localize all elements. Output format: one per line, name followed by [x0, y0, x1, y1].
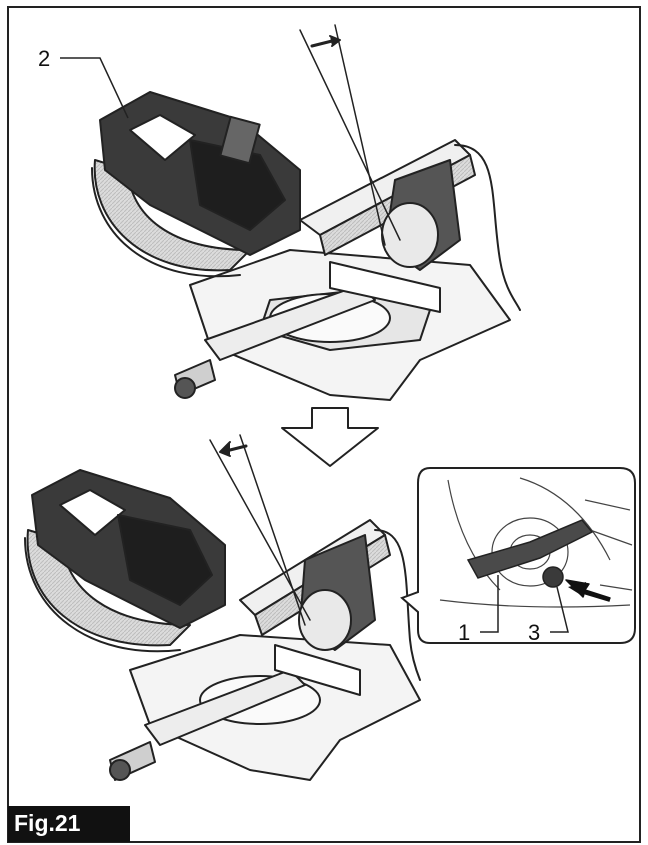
figure-label: Fig.21	[14, 810, 81, 836]
callout-1-number: 1	[458, 620, 470, 645]
callout-3-number: 3	[528, 620, 540, 645]
release-knob	[542, 566, 564, 588]
figure-frame	[7, 6, 641, 843]
miter-saw-top	[91, 24, 521, 401]
callout-1-leader	[480, 575, 499, 633]
inset-detail: 1 3	[400, 467, 636, 645]
miter-saw-bottom	[24, 434, 421, 781]
callout-2-number: 2	[38, 46, 50, 71]
callout-3-leader	[550, 586, 569, 633]
callout-2-leader	[60, 57, 129, 119]
figure-label-box	[8, 806, 130, 842]
sequence-arrow-icon	[281, 407, 379, 467]
lock-lever	[466, 519, 594, 579]
